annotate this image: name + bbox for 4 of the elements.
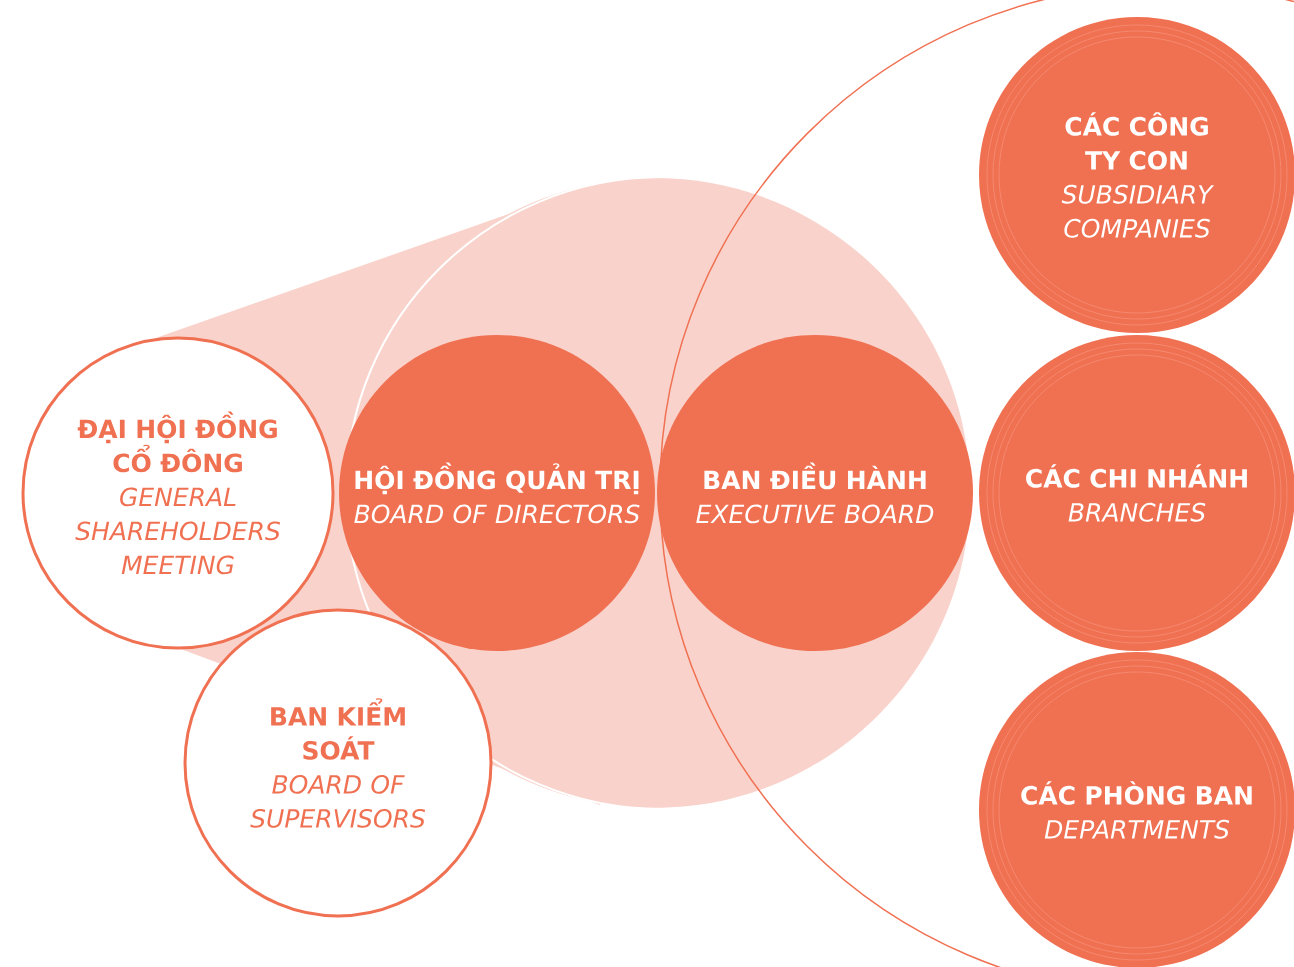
- circle-node: BAN ĐIỀU HÀNH EXECUTIVE BOARD: [657, 335, 973, 651]
- circle-node: ĐẠI HỘI ĐỒNG CỔ ĐÔNG GENERAL SHAREHOLDERS MEETING: [21, 336, 335, 650]
- circle-node: BAN KIỂM SOÁT BOARD OF SUPERVISORS: [183, 608, 493, 918]
- circle-node: HỘI ĐỒNG QUẢN TRỊ BOARD OF DIRECTORS: [339, 335, 655, 651]
